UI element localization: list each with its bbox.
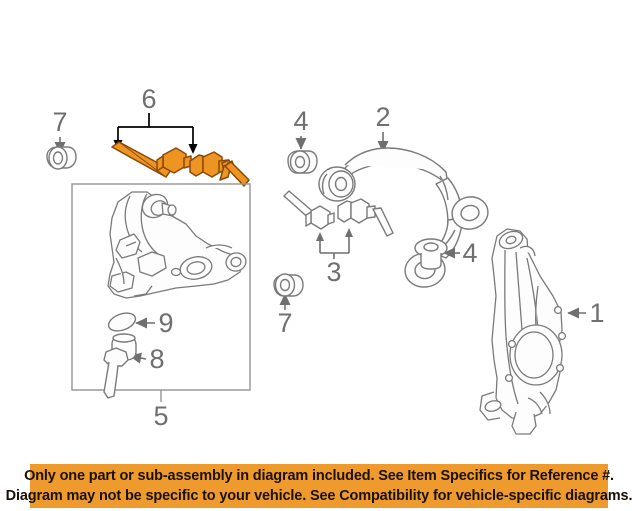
ball-joint-shape — [103, 333, 137, 399]
callout-arrowhead-3-left — [316, 232, 324, 241]
callout-arrowhead-3-right — [345, 228, 353, 237]
bolt-6-left — [111, 141, 192, 178]
callout-label-2: 2 — [375, 102, 390, 132]
part-group-3-bolts: 3 — [283, 190, 394, 287]
nut-7-left-shape — [46, 146, 77, 170]
disclaimer-line-2: Diagram may not be specific to your vehi… — [5, 488, 633, 504]
callout-label-4b: 4 — [462, 238, 477, 268]
steering-knuckle-shape — [479, 228, 567, 435]
callout-label-9: 9 — [158, 308, 173, 338]
part-group-8-ball-joint: 8 — [103, 333, 165, 399]
part-group-4-left-nut: 4 — [287, 106, 318, 174]
callout-label-7b: 7 — [277, 308, 292, 338]
disclaimer-banner: Only one part or sub-assembly in diagram… — [6, 464, 632, 508]
callout-label-3: 3 — [326, 257, 341, 287]
callout-bracket-3 — [319, 237, 350, 259]
part-group-7-center: 7 — [273, 273, 304, 338]
snap-ring-shape — [107, 312, 137, 332]
part-group-4-right-nut: 4 — [414, 238, 478, 270]
bolt-6-right — [189, 151, 250, 187]
group-box-5: 5 — [71, 183, 251, 431]
part-group-7-left: 7 — [46, 107, 77, 170]
callout-label-4a: 4 — [293, 106, 308, 136]
lower-control-arm-shape — [107, 191, 247, 299]
callout-label-1: 1 — [589, 298, 604, 328]
callout-label-5: 5 — [153, 401, 168, 431]
bolt-3-right — [337, 198, 394, 237]
callout-label-6: 6 — [141, 84, 156, 114]
callout-label-7a: 7 — [52, 107, 67, 137]
part-group-9-snap-ring: 9 — [107, 308, 174, 338]
nut-4-right-shape — [414, 238, 448, 270]
callout-arrowhead-6-right — [188, 144, 198, 154]
part-group-6-bolts: 6 — [111, 84, 250, 187]
part-group-1-knuckle: 1 — [479, 228, 605, 435]
disclaimer-line-1: Only one part or sub-assembly in diagram… — [24, 468, 614, 484]
callout-bracket-6 — [117, 113, 194, 144]
nut-4-left-shape — [287, 150, 318, 174]
bolt-3-left — [283, 190, 335, 230]
nut-7-center-shape — [273, 273, 304, 297]
callout-label-8: 8 — [149, 344, 164, 374]
